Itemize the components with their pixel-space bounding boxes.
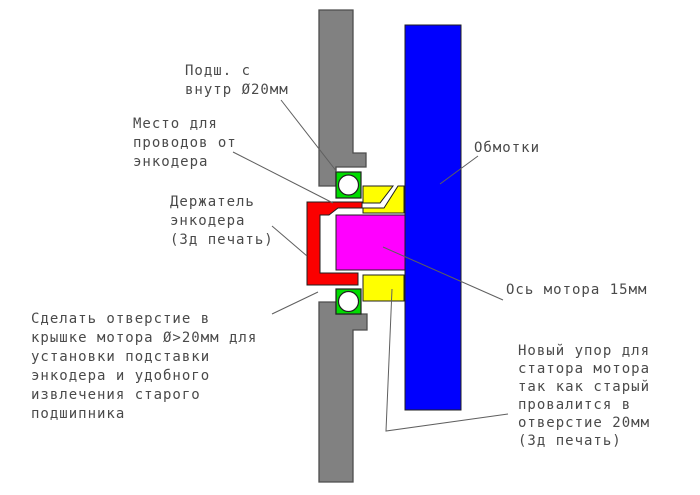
windings-label: Обмотки [474,140,541,156]
leader-holder [271,225,308,257]
wires-label: Место для проводов от энкодера [133,116,237,170]
leader-bearing [280,99,338,173]
stop-note-label: Новый упор для статора мотора так как ст… [518,343,651,449]
leader-hole-note [271,291,319,315]
leader-stop-note [385,288,509,432]
encoder-holder-shape [306,201,363,286]
hole-note-label: Сделать отверстие в крышке мотора Ø>20мм… [31,311,258,422]
bearing-top-ball-icon [337,174,360,196]
holder-label: Держатель энкодера (3д печать) [170,194,274,248]
bearing-bottom-ball-icon [337,290,360,313]
stator-stop-bottom [362,274,405,302]
stator-windings-block [404,24,462,411]
bearing-label: Подш. с внутр Ø20мм [185,63,289,98]
motor-cover-bottom [318,301,368,483]
leader-axis [382,246,504,301]
stator-stop-top-right [362,185,405,214]
leader-windings [439,155,479,185]
leader-wires [232,151,334,204]
motor-cover-top [318,9,367,187]
motor-shaft-block [335,214,406,271]
stator-stop-top-left [362,185,395,204]
axis-label: Ось мотора 15мм [506,282,648,298]
